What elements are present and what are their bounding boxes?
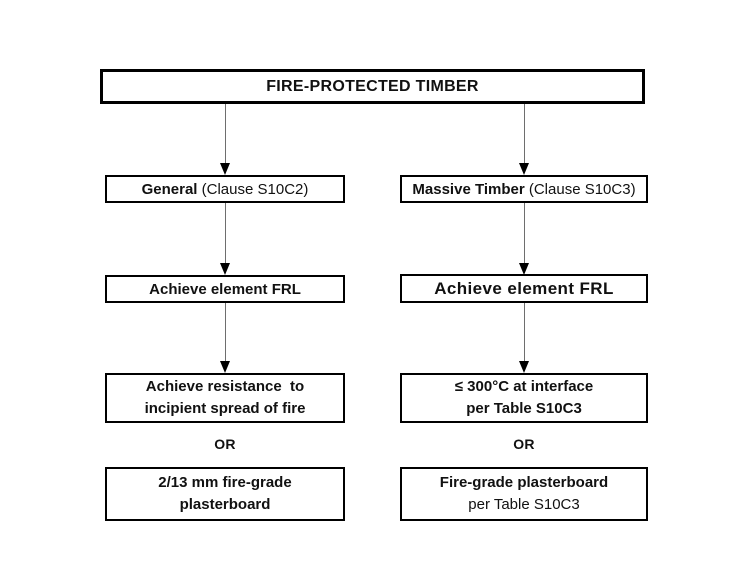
node-fire-protected-timber-label: FIRE-PROTECTED TIMBER [266, 77, 479, 95]
alternative-line1: 2/13 mm fire-grade [158, 474, 292, 491]
node-general-frl: Achieve element FRL [105, 275, 345, 303]
node-interface-temperature: ≤ 300°C at interface per Table S10C3 [400, 373, 648, 423]
connector-general-to-frl [219, 203, 231, 275]
node-massive-frl-label: Achieve element FRL [434, 278, 614, 298]
node-massive-frl: Achieve element FRL [400, 274, 648, 303]
connector-root-to-general [219, 104, 231, 175]
node-fire-protected-timber: FIRE-PROTECTED TIMBER [100, 69, 645, 104]
connector-line [523, 104, 525, 166]
requirement-line1: ≤ 300°C at interface [454, 378, 594, 395]
branch-name-bold: Massive Timber [412, 180, 525, 198]
arrow-down-icon [519, 263, 529, 275]
node-massive-timber-clause: Massive Timber (Clause S10C3) [400, 175, 648, 203]
requirement-line1: Achieve resistance to [145, 378, 305, 395]
arrow-down-icon [220, 263, 230, 275]
or-label-massive: OR [513, 436, 535, 452]
connector-line [224, 104, 226, 166]
connector-massive-to-frl [518, 203, 530, 275]
branch-clause-ref: (Clause S10C3) [524, 180, 636, 198]
connector-root-to-massive-timber [518, 104, 530, 175]
alternative-line1: Fire-grade plasterboard [439, 474, 609, 491]
connector-line [224, 203, 226, 266]
connector-massive-frl-to-req [518, 303, 530, 373]
node-incipient-spread: Achieve resistance to incipient spread o… [105, 373, 345, 423]
or-label-general: OR [214, 436, 236, 452]
requirement-line2: incipient spread of fire [144, 400, 306, 417]
alternative-line2: plasterboard [179, 496, 271, 513]
alternative-line2: per Table S10C3 [468, 496, 580, 513]
node-massive-timber-clause-label: Massive Timber (Clause S10C3) [412, 181, 635, 198]
node-general-frl-label: Achieve element FRL [149, 280, 301, 298]
connector-general-frl-to-req [219, 303, 231, 373]
arrow-down-icon [220, 163, 230, 175]
arrow-down-icon [519, 163, 529, 175]
node-fire-grade-plasterboard-massive: Fire-grade plasterboard per Table S10C3 [400, 467, 648, 521]
connector-line [523, 303, 525, 364]
node-general-clause-label: General (Clause S10C2) [142, 181, 309, 198]
branch-clause-ref: (Clause S10C2) [197, 180, 309, 198]
arrow-down-icon [220, 361, 230, 373]
requirement-line2: per Table S10C3 [466, 400, 582, 417]
connector-line [523, 203, 525, 266]
arrow-down-icon [519, 361, 529, 373]
connector-line [224, 303, 226, 364]
node-fire-grade-plasterboard-general: 2/13 mm fire-grade plasterboard [105, 467, 345, 521]
branch-name-bold: General [141, 180, 198, 198]
node-general-clause: General (Clause S10C2) [105, 175, 345, 203]
